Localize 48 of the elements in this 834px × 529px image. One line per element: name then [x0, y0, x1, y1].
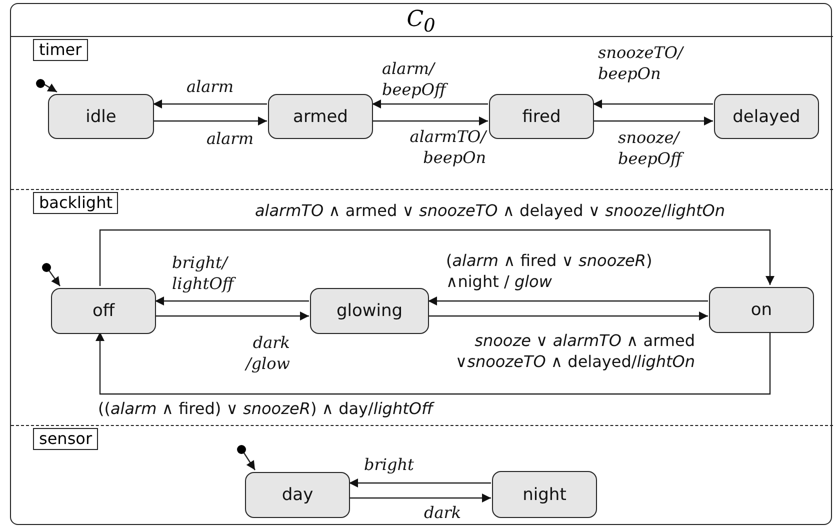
edge-label: alarmTO ∧ armed ∨ snoozeTO ∧ delayed ∨ snooze/lightOn	[254, 200, 726, 221]
transition-arrow	[349, 478, 491, 488]
state-box: idle	[48, 94, 154, 139]
state-box: glowing	[310, 288, 429, 334]
state-box: day	[245, 472, 350, 518]
transition-arrow	[428, 296, 708, 306]
initial-state-dot	[42, 263, 51, 272]
transition-arrow	[153, 100, 267, 108]
region-name-tab: backlight	[33, 192, 118, 214]
state-box: armed	[268, 94, 373, 139]
transition-arrow	[48, 268, 60, 286]
state-box: off	[51, 288, 156, 334]
edge-label: snooze ∨ alarmTO ∧ armed ∨snoozeTO ∧ delayed/lightOn	[454, 330, 695, 372]
transition-arrow	[593, 100, 713, 108]
transition-arrow	[372, 116, 488, 126]
transition-arrow	[96, 331, 771, 395]
transition-arrow	[349, 494, 491, 502]
transition-arrow	[155, 296, 309, 306]
transition-arrow	[428, 312, 708, 320]
transition-arrow	[372, 100, 488, 108]
initial-state-dot	[36, 79, 45, 88]
transition-arrow	[153, 116, 267, 126]
state-box: night	[492, 471, 597, 518]
region-name-tab: timer	[33, 39, 88, 61]
edge-label: snoozeTO/ beepOn	[598, 42, 685, 84]
region-name-tab: sensor	[33, 428, 98, 450]
composite-state-frame	[10, 3, 832, 525]
edge-label: alarmTO/ beepOn	[408, 126, 486, 168]
initial-state-dot	[237, 445, 246, 454]
transition-arrow	[99, 229, 774, 286]
edge-label: alarm	[185, 76, 234, 97]
state-box: delayed	[714, 94, 819, 139]
composite-state-title: C$_{0}$	[406, 6, 436, 36]
edge-label: bright	[364, 454, 415, 475]
state-box: on	[709, 287, 814, 333]
edge-label: ((alarm ∧ fired) ∨ snoozeR) ∧ day/lightOff	[98, 398, 436, 419]
edge-label: bright/ lightOff	[172, 252, 237, 294]
edge-label: alarm/ beepOff	[382, 58, 449, 100]
edge-label: dark	[424, 502, 462, 523]
edge-label: alarm	[205, 128, 254, 149]
transition-arrow	[155, 312, 309, 320]
edge-label: (alarm ∧ fired ∨ snoozeR) ∧night / glow	[446, 250, 654, 292]
edge-label: dark /glow	[244, 332, 290, 374]
transition-arrow	[242, 450, 256, 470]
transition-arrow	[43, 83, 58, 93]
transition-arrow	[593, 116, 713, 126]
state-box: fired	[489, 94, 594, 139]
edge-label: snooze/ beepOff	[618, 127, 685, 169]
